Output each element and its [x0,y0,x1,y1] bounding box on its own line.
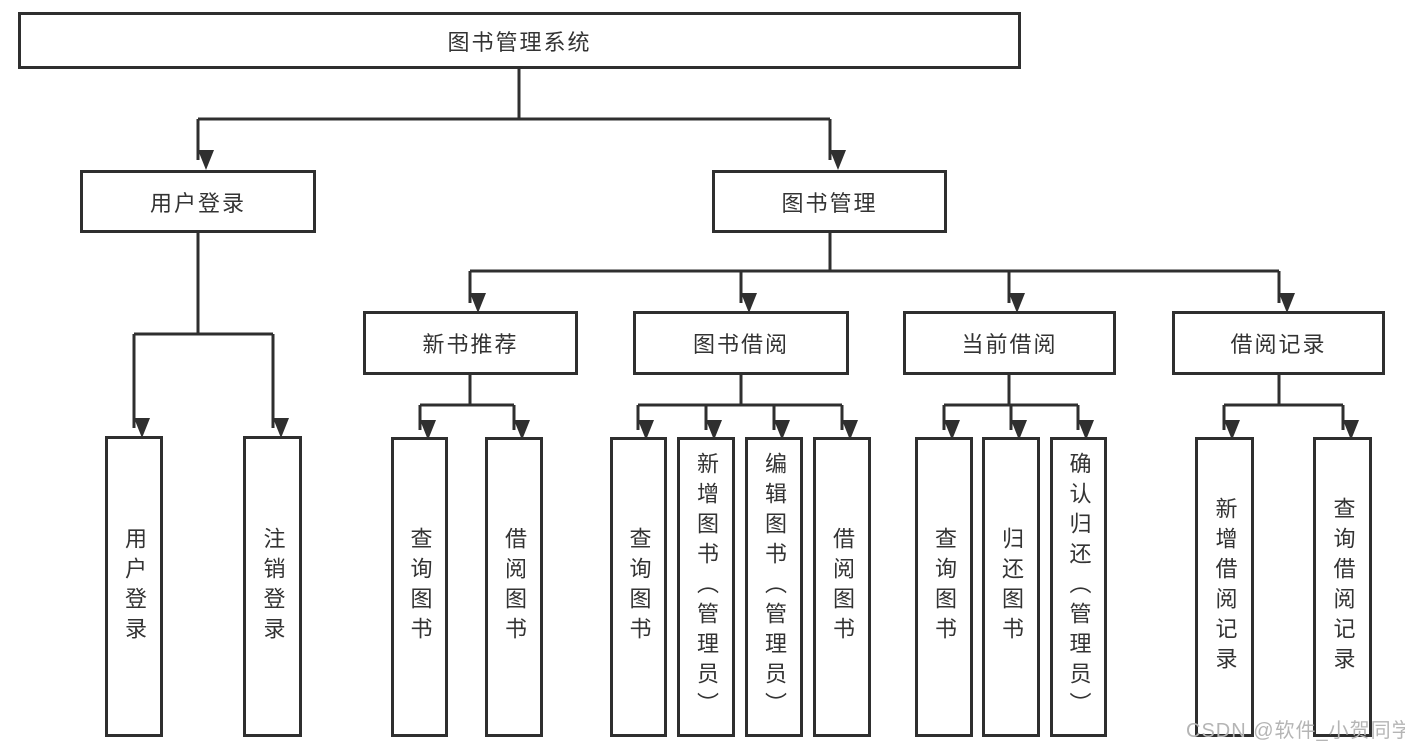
node-label: 新书推荐 [422,332,519,357]
node-book-borrowing: 图书借阅 [633,311,849,375]
node-library-system: 图书管理系统 [18,12,1021,69]
leaf-query-books-borrowing: 查询图书 [610,437,667,737]
leaf-borrow-books-borrowing: 借阅图书 [813,437,871,737]
node-label: 查询图书 [407,527,433,647]
leaf-query-books-current: 查询图书 [915,437,973,737]
leaf-query-borrow-record: 查询借阅记录 [1313,437,1372,737]
node-label: 当前借阅 [961,332,1058,357]
node-label: 查询图书 [626,527,652,647]
node-label: 借阅图书 [502,527,527,647]
leaf-edit-books-admin: 编辑图书（管理员） [745,437,803,737]
node-label: 用户登录 [149,190,246,216]
node-label: 图书管理系统 [447,29,592,55]
node-current-borrowing: 当前借阅 [903,311,1116,375]
csdn-watermark: CSDN @软件_小贺同学 [1186,720,1405,742]
node-label: 编辑图书（管理员） [762,452,787,722]
leaf-return-books: 归还图书 [982,437,1040,737]
node-label: 确认归还（管理员） [1066,452,1092,722]
node-label: 新增借阅记录 [1212,497,1238,677]
node-label: 新增图书（管理员） [694,452,719,722]
leaf-borrow-books-recommend: 借阅图书 [485,437,543,737]
node-label: 借阅记录 [1230,332,1327,357]
node-label: 归还图书 [999,527,1024,647]
node-label: 借阅图书 [830,527,855,647]
leaf-add-books-admin: 新增图书（管理员） [677,437,735,737]
node-label: 图书管理 [781,190,878,216]
leaf-user-login: 用户登录 [105,436,163,737]
leaf-query-books-recommend: 查询图书 [391,437,448,737]
leaf-add-borrow-record: 新增借阅记录 [1195,437,1254,737]
leaf-confirm-return-admin: 确认归还（管理员） [1050,437,1107,737]
node-user-login: 用户登录 [80,170,316,233]
leaf-logout: 注销登录 [243,436,302,737]
node-label: 图书借阅 [692,332,789,357]
node-label: 注销登录 [260,526,286,647]
node-label: 查询图书 [932,527,957,647]
node-label: 查询借阅记录 [1330,497,1356,677]
node-label: 用户登录 [122,526,147,647]
node-new-book-recommend: 新书推荐 [363,311,578,375]
node-book-management: 图书管理 [712,170,947,233]
node-borrow-records: 借阅记录 [1172,311,1385,375]
